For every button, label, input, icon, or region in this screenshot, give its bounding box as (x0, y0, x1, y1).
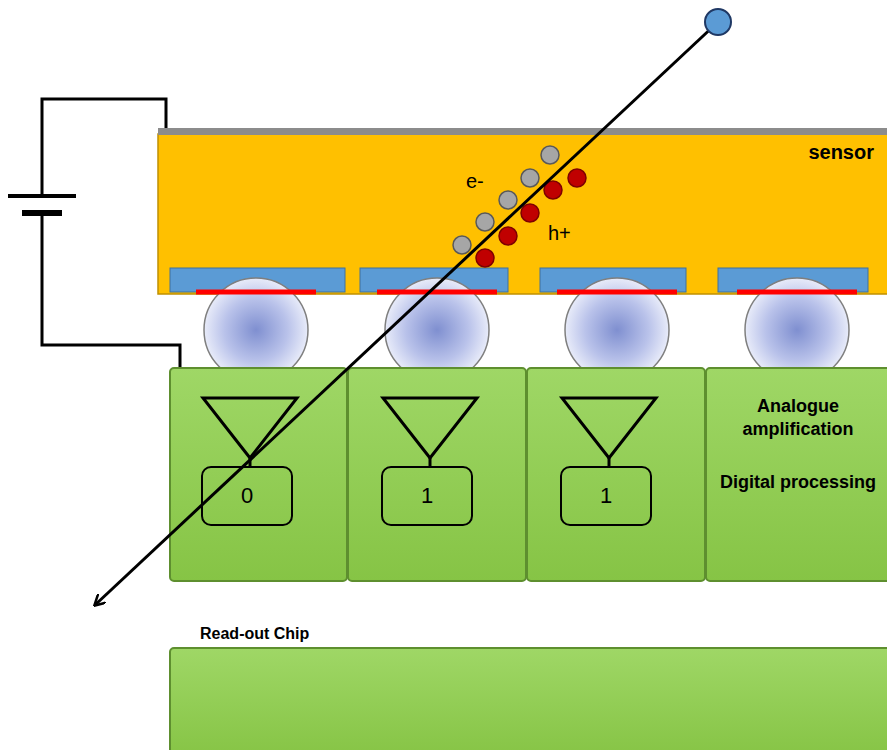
hole-dot (476, 169, 586, 267)
readout-chip: Read-out Chip (170, 624, 887, 750)
hole-label: h+ (548, 222, 571, 245)
pixel-cell (170, 368, 887, 581)
readout-chip-body (170, 648, 887, 750)
electron-label: e- (466, 170, 484, 193)
node-text: Digital processing (708, 471, 887, 494)
pixel-electronics-cell: Analogue amplificationDigital processing (708, 395, 887, 545)
electron-dot (453, 146, 559, 254)
amplifier-symbol (203, 398, 656, 466)
node-text: 1 (600, 482, 612, 510)
node-text: sensor (808, 140, 874, 165)
sensor-layer: sensor (700, 140, 880, 190)
particle (705, 9, 731, 35)
node-text: 0 (241, 482, 253, 510)
battery-symbol (8, 196, 76, 213)
digital-counter-box: 1 (381, 466, 473, 526)
digital-counter-box: 1 (560, 466, 652, 526)
node-text: Read-out Chip (200, 624, 309, 644)
digital-counter-box: 0 (201, 466, 293, 526)
bump-metal (196, 292, 857, 370)
node-text: 1 (421, 482, 433, 510)
top-electrode (158, 128, 887, 135)
sensor-slab (158, 134, 887, 294)
node-text: Analogue amplification (708, 395, 887, 440)
particle-track (95, 22, 718, 605)
